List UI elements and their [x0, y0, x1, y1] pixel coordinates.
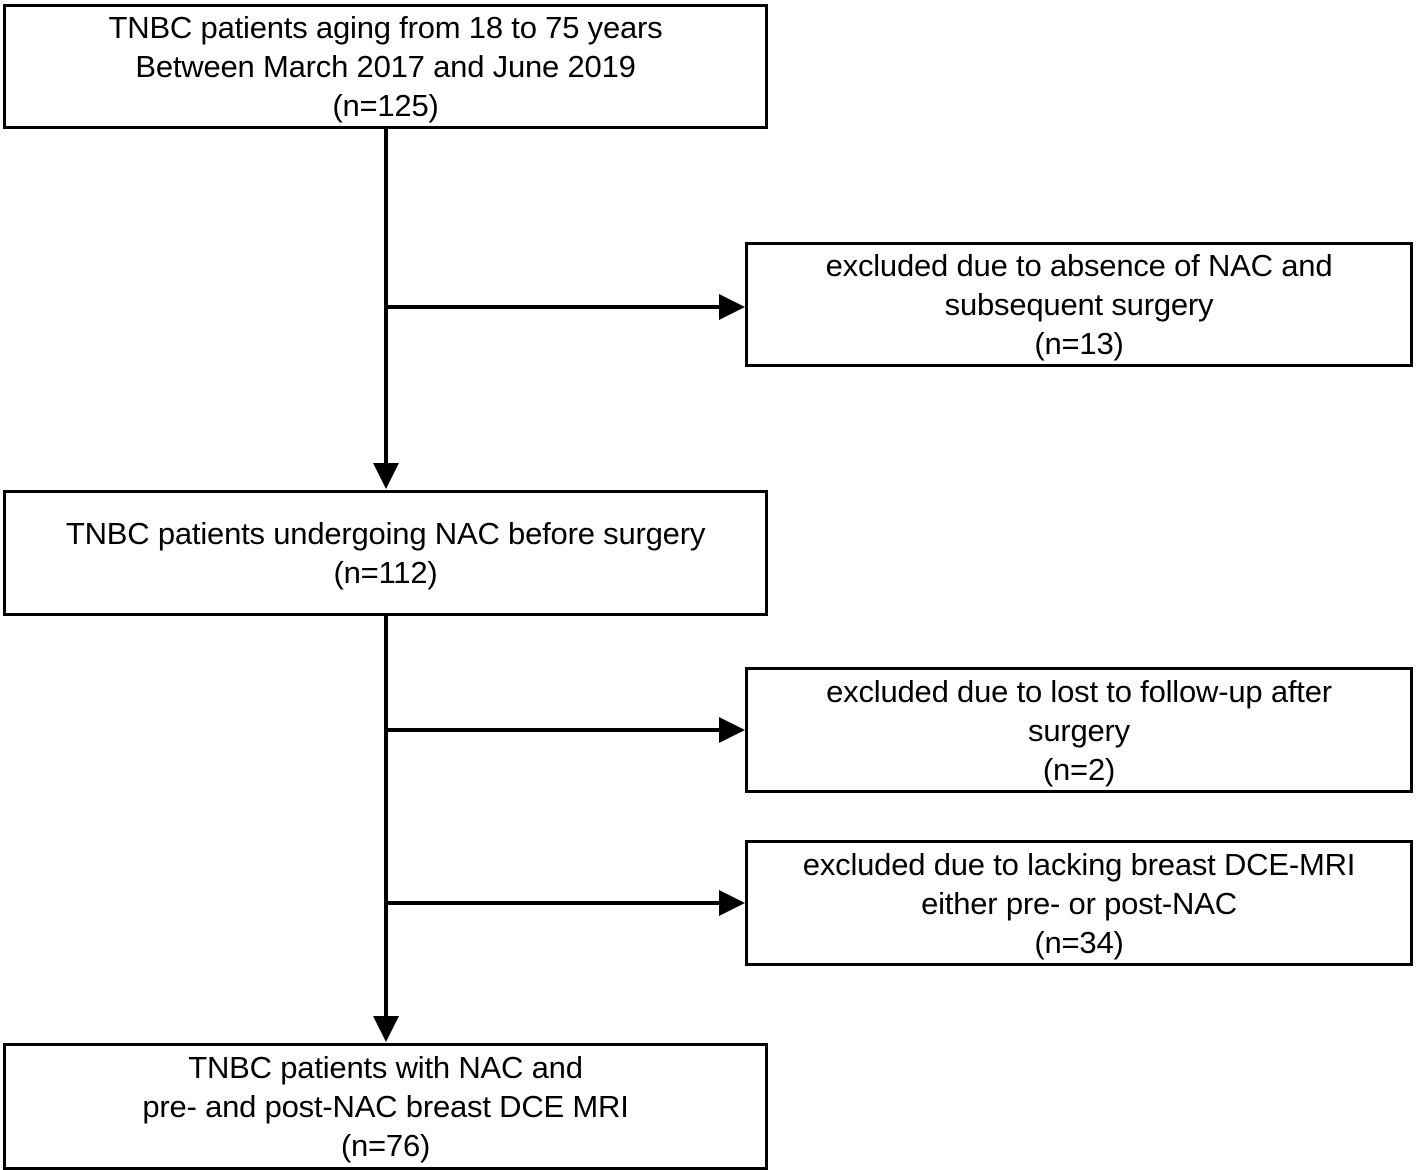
node-final-line-2: pre- and post-NAC breast DCE MRI	[142, 1089, 629, 1124]
arrow-right-icon-excluded-3	[719, 890, 745, 916]
arrow-down-icon-enrolled-to-nac	[373, 463, 399, 489]
node-final-line-1: TNBC patients with NAC and	[188, 1050, 583, 1085]
node-enrolled-count: (n=125)	[332, 88, 439, 123]
node-excluded-lacking-mri-line-1: excluded due to lacking breast DCE-MRI	[802, 846, 1356, 882]
node-excluded-no-nac: excluded due to absence of NAC and subse…	[745, 242, 1413, 367]
node-final-cohort: TNBC patients with NAC and pre- and post…	[3, 1043, 768, 1170]
node-enrolled-line-2: Between March 2017 and June 2019	[135, 49, 636, 84]
connector-enrolled-to-nac-line	[384, 129, 388, 463]
node-nac-before-surgery: TNBC patients undergoing NAC before surg…	[3, 490, 768, 616]
node-final-count: (n=76)	[340, 1128, 431, 1163]
node-nac-line-1: TNBC patients undergoing NAC before surg…	[65, 516, 706, 551]
connector-nac-to-final-line	[384, 616, 388, 1016]
arrow-right-icon-excluded-2	[719, 717, 745, 743]
node-excluded-no-nac-count: (n=13)	[1034, 326, 1124, 361]
node-excluded-lacking-mri-count: (n=34)	[1034, 924, 1124, 960]
arrow-right-icon-excluded-1	[719, 294, 745, 320]
arrow-down-icon-nac-to-final	[373, 1016, 399, 1042]
node-excluded-lost-followup-line-1: excluded due to lost to follow-up after	[826, 673, 1332, 709]
node-excluded-lost-followup-count: (n=2)	[1042, 751, 1116, 787]
node-excluded-lacking-mri-line-2: either pre- or post-NAC	[921, 885, 1237, 921]
node-excluded-lacking-mri: excluded due to lacking breast DCE-MRI e…	[745, 840, 1413, 966]
node-excluded-no-nac-line-1: excluded due to absence of NAC and	[825, 248, 1333, 283]
node-enrolled-line-1: TNBC patients aging from 18 to 75 years	[108, 10, 663, 45]
node-excluded-lost-followup-line-2: surgery	[1028, 712, 1130, 748]
connector-enrolled-to-excluded-1-line	[384, 305, 740, 309]
node-nac-count: (n=112)	[333, 555, 438, 590]
node-excluded-no-nac-line-2: subsequent surgery	[944, 287, 1214, 322]
connector-nac-to-excluded-2-line	[384, 728, 740, 732]
connector-nac-to-excluded-3-line	[384, 901, 740, 905]
node-enrolled-cohort: TNBC patients aging from 18 to 75 years …	[3, 4, 768, 129]
node-excluded-lost-followup: excluded due to lost to follow-up after …	[745, 667, 1413, 793]
